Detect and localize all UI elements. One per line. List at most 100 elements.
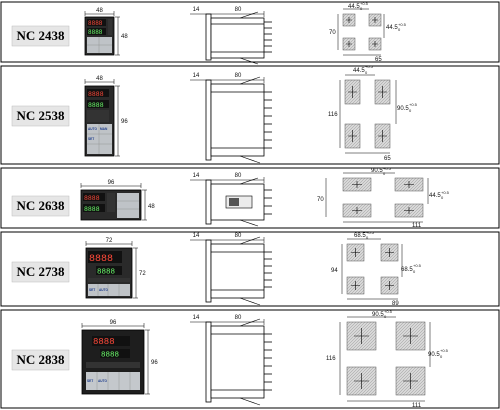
cutout-pitch-y-tol-low-nc2738: 0 (413, 269, 416, 274)
side-view-nc2738 (205, 236, 272, 306)
cutout-pitch-y-tol-low-nc2538: 0 (409, 108, 412, 113)
svg-text:8888: 8888 (97, 269, 115, 277)
cutout-pitch-x-tol-nc2638: +0.5 (383, 166, 392, 171)
svg-text:8888: 8888 (101, 352, 119, 360)
side-view-nc2438 (205, 11, 272, 65)
front-height-nc2638: 48 (148, 204, 155, 210)
row-frame-nc2438 (0, 1, 500, 63)
panel-cutout-nc2838 (339, 316, 431, 402)
side-length-nc2738: 80 (235, 233, 242, 239)
cutout-pitch-x-tol-nc2538: +0.5 (365, 64, 374, 69)
front-button-set-nc2838: SET (87, 379, 93, 383)
panel-cutout-nc2438 (337, 8, 385, 56)
side-view-nc2538 (205, 76, 272, 164)
row-frame-nc2838 (0, 309, 500, 409)
panel-cutout-nc2538 (339, 74, 397, 154)
front-dims-nc2438 (84, 11, 120, 56)
model-label-nc2638: NC 2638 (16, 198, 65, 213)
svg-text:8888: 8888 (88, 91, 104, 98)
cutout-pitch-y-nc2638: 44.5 (429, 193, 441, 199)
side-depth-nc2438: 14 (193, 7, 200, 13)
front-button-auto-nc2538: AUTO (88, 127, 97, 131)
cutout-pitch-y-tol-low-nc2438: 0 (398, 27, 401, 32)
side-dims-nc2838 (190, 319, 265, 325)
side-depth-nc2538: 14 (193, 73, 200, 79)
front-view-nc2438: 8888 8888 (84, 16, 115, 56)
cutout-pitch-y-nc2838: 90.5 (428, 352, 440, 358)
model-label-nc2838: NC 2838 (16, 352, 65, 367)
cutout-pitch-y-tol-nc2438: +0.5 (398, 22, 407, 27)
side-view-nc2638 (205, 177, 272, 227)
front-view-nc2538: 8888 8888 AUTO MAN SET (84, 85, 115, 157)
model-label-nc2438: NC 2438 (16, 28, 65, 43)
model-labels: NC 2438 NC 2538 NC 2638 NC 2738 NC 2838 (11, 25, 70, 371)
panel-cutout-nc2638 (325, 172, 429, 223)
cutout-pitch-x-tol-nc2738: +0.5 (366, 230, 375, 235)
front-height-nc2438: 48 (121, 34, 128, 40)
side-dims-nc2638 (190, 177, 265, 183)
cutout-height-nc2538: 116 (328, 112, 338, 118)
cutout-pitch-x-tol-low-nc2638: 0 (383, 171, 386, 176)
front-view-nc2638: 8888 8888 (80, 189, 142, 221)
front-button-auto-nc2738: AUTO (99, 288, 108, 292)
side-depth-nc2638: 14 (193, 173, 200, 179)
front-dims-nc2838 (81, 323, 150, 395)
row-frame-nc2738 (0, 231, 500, 307)
front-width-nc2538: 48 (96, 76, 103, 82)
cutout-pitch-x-tol-low-nc2538: 0 (365, 70, 368, 75)
cutout-height-nc2838: 116 (326, 356, 336, 362)
front-button-man-nc2538: MAN (100, 127, 108, 131)
cutout-pitch-y-tol-nc2538: +0.5 (409, 102, 418, 107)
front-width-nc2738: 72 (106, 238, 113, 244)
front-button-auto-nc2838: AUTO (98, 379, 107, 383)
cutout-width-nc2738: 89 (392, 301, 399, 307)
side-dims-nc2738 (190, 237, 265, 243)
cutout-width-nc2838: 111 (412, 403, 422, 409)
cutout-pitch-x-tol-low-nc2738: 0 (366, 235, 369, 240)
panel-cutout-nc2738 (341, 238, 403, 300)
side-depth-nc2838: 14 (193, 315, 200, 321)
front-height-nc2738: 72 (139, 271, 146, 277)
cutout-pitch-y-tol-low-nc2838: 0 (440, 354, 443, 359)
cutout-pitch-y-nc2738: 68.5 (401, 267, 413, 273)
cutout-height-nc2638: 70 (317, 197, 324, 203)
cutout-pitch-x-nc2438: 44.5 (348, 4, 360, 10)
front-height-nc2838: 96 (151, 360, 158, 366)
cutout-pitch-x-nc2638: 90.5 (371, 168, 383, 174)
side-length-nc2538: 80 (235, 73, 242, 79)
svg-text:8888: 8888 (88, 102, 104, 109)
row-frame-nc2638 (0, 167, 500, 229)
svg-text:8888: 8888 (84, 195, 100, 202)
front-view-nc2838: 8888 8888 SET AUTO (81, 329, 145, 395)
side-length-nc2638: 80 (235, 173, 242, 179)
front-button-set-nc2738: SET (89, 288, 95, 292)
front-width-nc2638: 96 (108, 180, 115, 186)
front-dims-nc2538 (84, 79, 120, 157)
cutout-pitch-x-tol-low-nc2838: 0 (384, 314, 387, 319)
svg-text:8888: 8888 (89, 254, 113, 265)
cutout-width-nc2538: 65 (384, 156, 391, 162)
side-view-nc2838 (205, 318, 272, 406)
svg-text:8888: 8888 (88, 29, 103, 36)
cutout-pitch-x-tol-nc2838: +0.5 (384, 309, 393, 314)
cutout-height-nc2738: 94 (331, 268, 338, 274)
front-dims-nc2638 (80, 183, 147, 221)
cutout-height-nc2438: 70 (329, 30, 336, 36)
side-depth-nc2738: 14 (193, 233, 200, 239)
svg-text:8888: 8888 (84, 206, 100, 213)
front-button-set-nc2538: SET (88, 137, 94, 141)
front-view-nc2738: 8888 8888 SET AUTO (85, 247, 133, 299)
front-width-nc2838: 96 (110, 320, 117, 326)
front-height-nc2538: 96 (121, 119, 128, 125)
cutout-pitch-y-tol-nc2638: +0.5 (441, 190, 450, 195)
cutout-pitch-x-nc2838: 90.5 (372, 312, 384, 318)
cutout-pitch-y-tol-nc2738: +0.5 (413, 263, 422, 268)
cutout-width-nc2638: 111 (412, 223, 422, 229)
front-dims-nc2738 (85, 241, 138, 299)
side-dims-nc2538 (190, 77, 265, 83)
cutout-pitch-y-nc2438: 44.5 (386, 25, 398, 31)
model-label-nc2538: NC 2538 (16, 108, 65, 123)
